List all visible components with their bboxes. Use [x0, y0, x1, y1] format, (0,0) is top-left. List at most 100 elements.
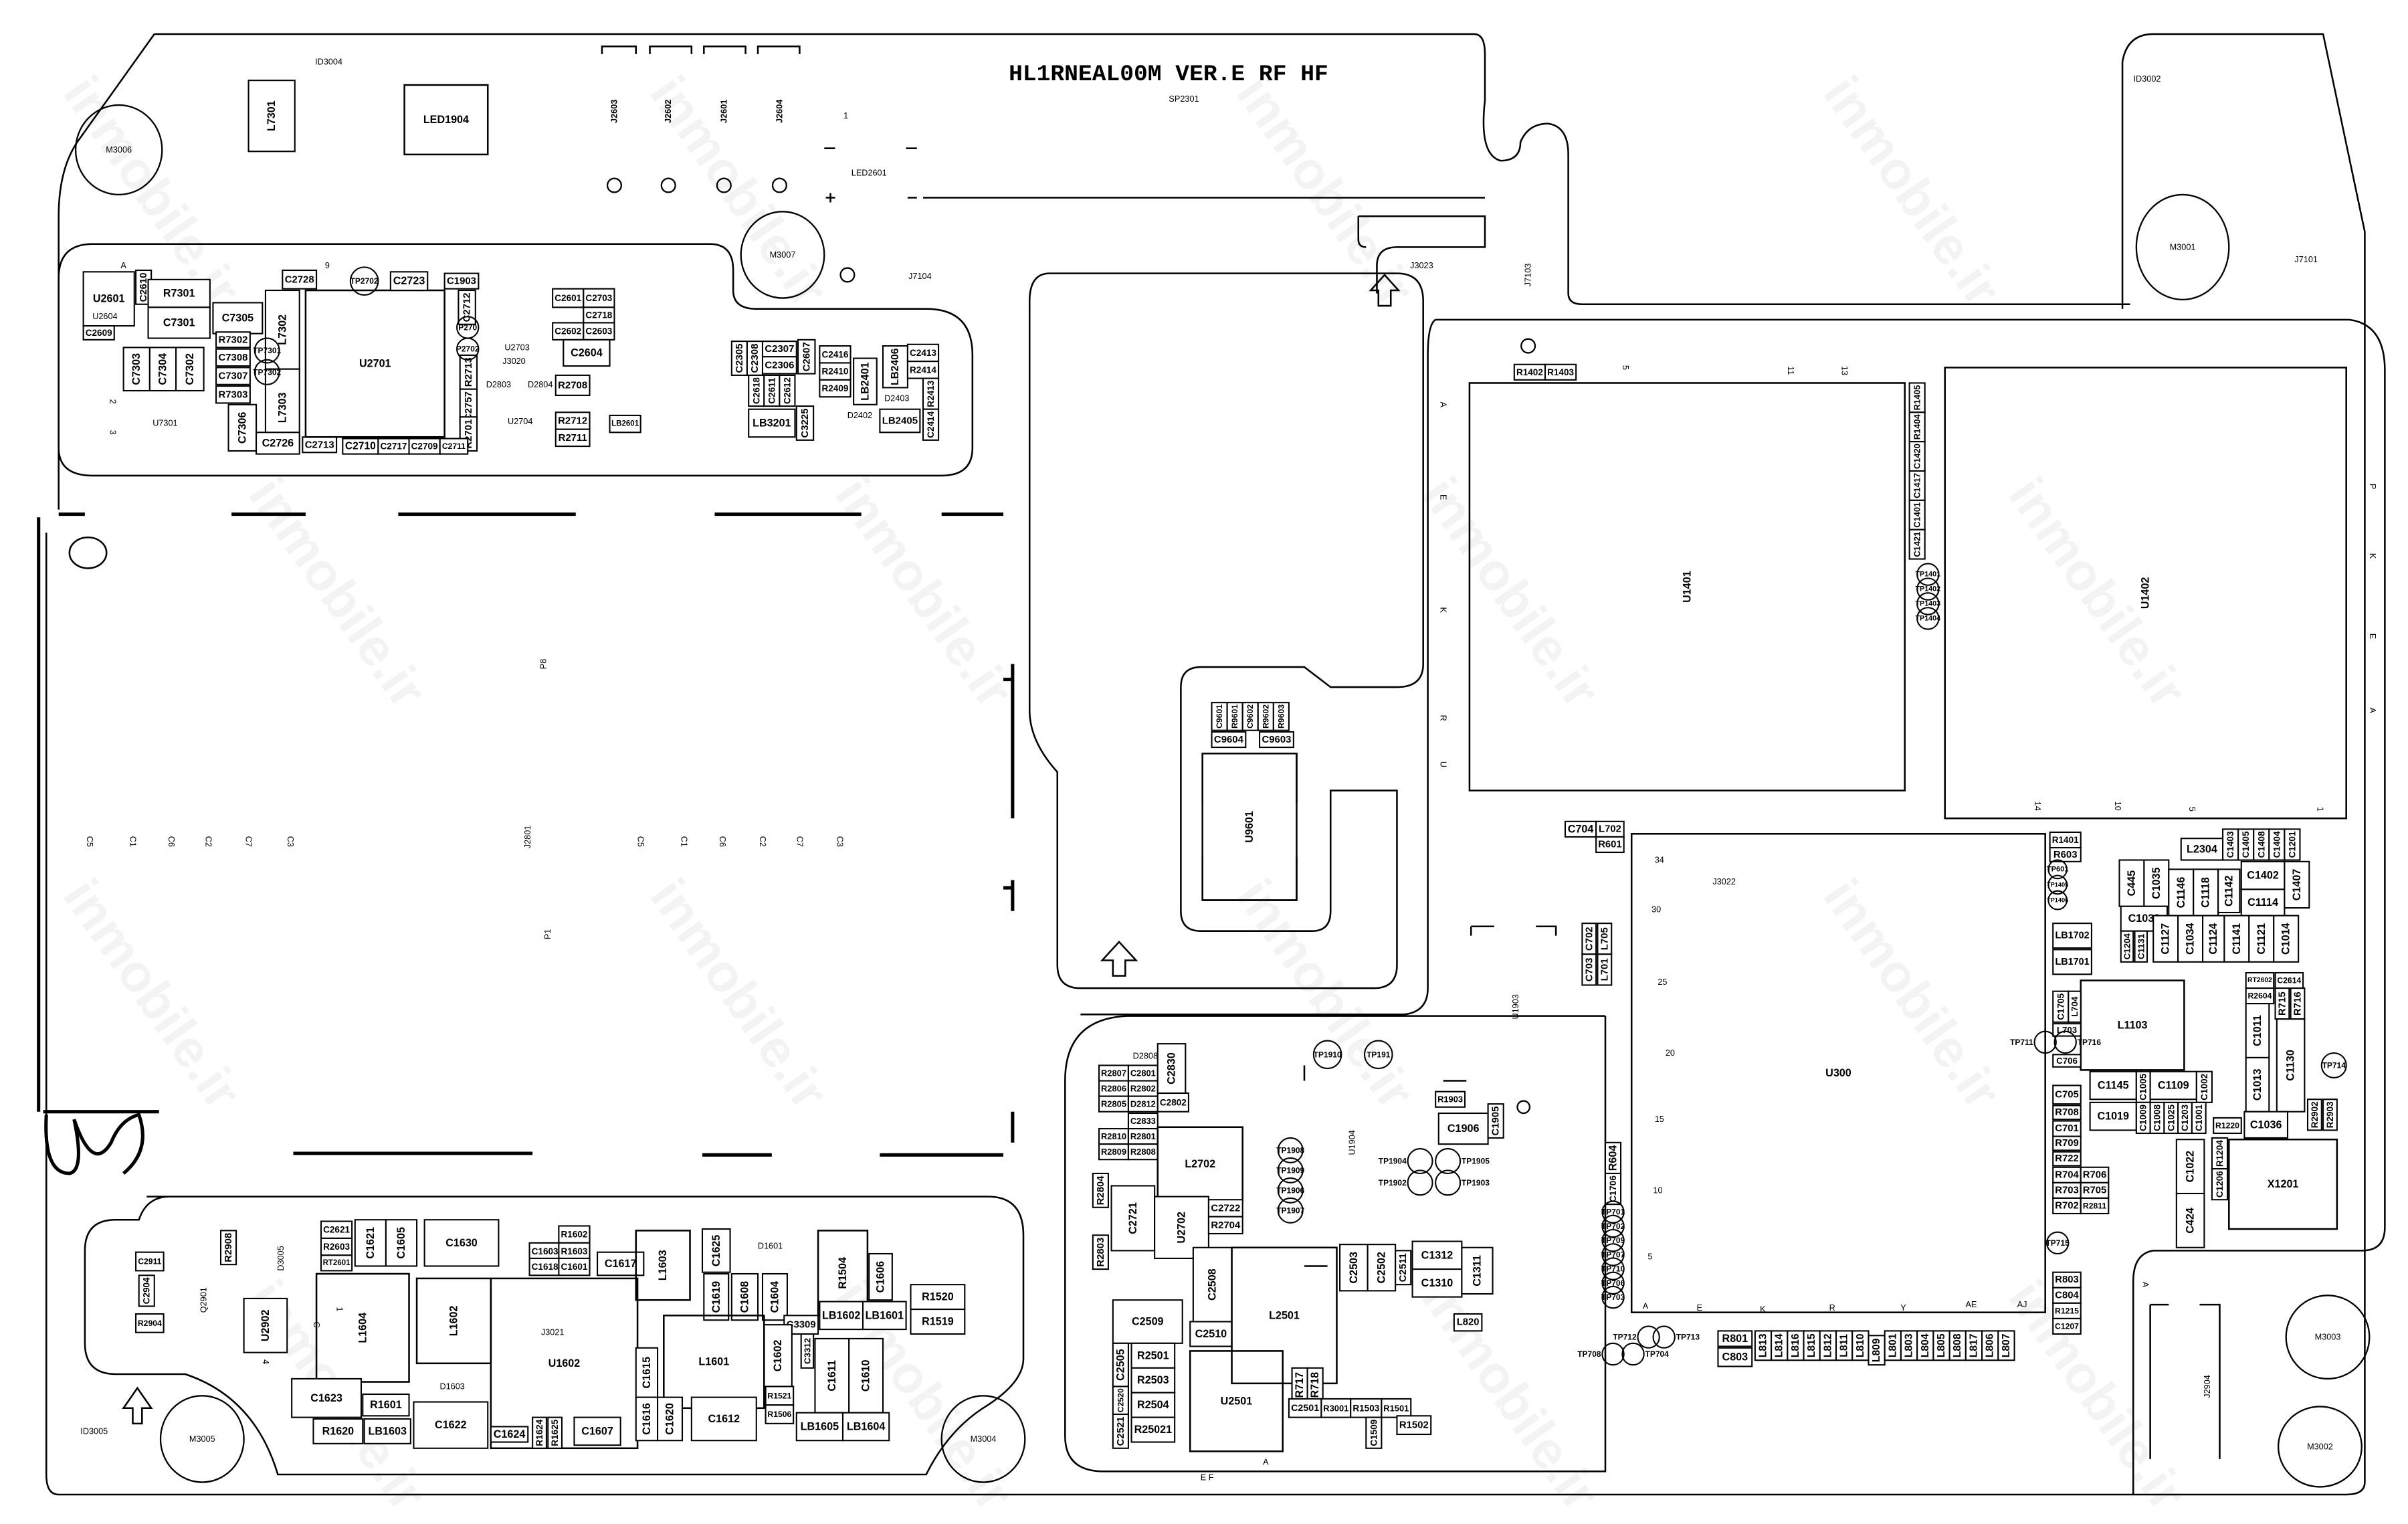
test-point-label: TP703 — [1601, 1293, 1625, 1302]
pin-mark: A — [1439, 402, 1448, 408]
component-label: R717 — [1294, 1372, 1306, 1398]
pin-mark: 14 — [2033, 801, 2042, 811]
component-c1605: C1605 — [385, 1219, 418, 1267]
test-point-tp707: TP707 — [1601, 1243, 1625, 1266]
component-label: C2502 — [1375, 1252, 1387, 1284]
module-outline-bottom-left — [84, 1196, 1025, 1476]
component-lb1702: LB1702 — [2052, 923, 2092, 949]
component-label: C1421 — [1912, 532, 1922, 557]
component-r1521: R1521 — [765, 1386, 795, 1406]
component-r7301: R7301 — [147, 278, 211, 308]
component-label: C2728 — [285, 274, 314, 285]
component-c1404: C1404 — [2268, 828, 2286, 861]
component-c1607: C1607 — [573, 1416, 621, 1446]
component-label: R7301 — [163, 288, 195, 300]
component-c1604: C1604 — [761, 1272, 788, 1321]
component-c1109: C1109 — [2149, 1070, 2197, 1101]
component-label: R1215 — [2055, 1306, 2079, 1315]
component-label: U1602 — [548, 1357, 581, 1369]
component-label: C2413 — [910, 348, 936, 358]
component-label: C2603 — [585, 326, 612, 337]
ref-label-j2601: J2601 — [719, 100, 728, 123]
component-c9603: C9603 — [1259, 731, 1294, 749]
component-label: C2511 — [1397, 1253, 1409, 1282]
mounting-hole-m3006: M3006 — [74, 104, 163, 196]
component-c1114: C1114 — [2240, 888, 2286, 917]
pin-mark: A — [120, 261, 126, 270]
component-label: C1605 — [395, 1227, 407, 1259]
component-l2304: L2304 — [2180, 838, 2224, 861]
component-label: C1311 — [1471, 1255, 1483, 1287]
component-l801: L801 — [1884, 1330, 1902, 1361]
component-label: R722 — [2055, 1153, 2078, 1164]
component-label: C1312 — [1421, 1249, 1453, 1261]
pin-mark: K — [1760, 1305, 1766, 1314]
ref-label-d2804: D2804 — [528, 380, 553, 389]
component-lb1605: LB1605 — [795, 1412, 844, 1442]
component-label: L705 — [1599, 927, 1610, 950]
component-label: C2726 — [262, 437, 294, 449]
component-u2902: U2902 — [243, 1297, 288, 1353]
component-c1131: C1131 — [2134, 930, 2148, 963]
component-r703: R703 — [2052, 1181, 2082, 1199]
component-r717: R717 — [1291, 1367, 1308, 1403]
component-r2802: R2802 — [1127, 1080, 1159, 1097]
component-label: R2603 — [323, 1242, 350, 1252]
component-c1206: C1206 — [2211, 1168, 2229, 1201]
pin-mark: C1 — [679, 836, 688, 847]
component-label: R706 — [2083, 1169, 2106, 1180]
component-c1025: C1025 — [2163, 1101, 2179, 1135]
mounting-hole-m3007: M3007 — [740, 211, 825, 299]
test-point-label: TP1904 — [1379, 1157, 1407, 1166]
component-label: C1618 — [532, 1262, 559, 1272]
component-label: R25021 — [1134, 1424, 1173, 1436]
component-c2801: C2801 — [1127, 1064, 1159, 1082]
component-l810: L810 — [1851, 1330, 1870, 1361]
component-u2501: U2501 — [1189, 1350, 1284, 1452]
component-label: C1404 — [2272, 831, 2282, 858]
component-c2621: C2621 — [320, 1220, 353, 1239]
component-label: R2811 — [2083, 1201, 2106, 1210]
test-point-label: TP1906 — [1276, 1185, 1304, 1195]
component-c2618: C2618 — [748, 374, 765, 407]
component-c2520: C2520 — [1112, 1386, 1129, 1416]
component-c2611: C2611 — [763, 374, 781, 407]
component-l1604: L1604 — [315, 1272, 410, 1383]
component-label: C1034 — [2185, 923, 2197, 955]
component-label: U2601 — [93, 293, 125, 305]
component-label: C702 — [1583, 927, 1595, 951]
component-label: C2416 — [822, 349, 849, 359]
component-c7303: C7303 — [122, 347, 150, 392]
test-point-tp712: TP712 — [1613, 1325, 1660, 1349]
component-label: L1602 — [447, 1305, 460, 1336]
test-point-label: TP707 — [1601, 1250, 1625, 1259]
component-label: C7306 — [236, 412, 248, 444]
ref-label-j3021: J3021 — [541, 1328, 565, 1337]
pin-mark: 1 — [335, 1307, 344, 1312]
ref-label-d2808: D2808 — [1133, 1052, 1158, 1061]
ref-label-j2604: J2604 — [775, 100, 784, 123]
test-point-tp1404: TP1404 — [1915, 607, 1940, 630]
component-c1906: C1906 — [1437, 1112, 1489, 1145]
component-l814: L814 — [1771, 1330, 1789, 1361]
component-c2802: C2802 — [1157, 1092, 1189, 1113]
test-point-label: TP714 — [2322, 1060, 2346, 1070]
ref-label-u2604: U2604 — [92, 312, 117, 321]
component-label: C1033 — [2128, 913, 2161, 925]
component-label: L803 — [1904, 1333, 1915, 1357]
test-point-label: TP1907 — [1276, 1206, 1304, 1215]
component-label: C2711 — [442, 442, 466, 451]
component-r1220: R1220 — [2213, 1117, 2242, 1135]
component-label: R1521 — [767, 1391, 791, 1400]
component-l817: L817 — [1965, 1330, 1983, 1361]
component-l815: L815 — [1803, 1330, 1821, 1361]
component-label: C1619 — [710, 1281, 722, 1313]
component-r25021: R25021 — [1130, 1416, 1176, 1443]
component-r705: R705 — [2080, 1181, 2110, 1199]
test-point-label: TP711 — [2010, 1038, 2033, 1047]
connector-p8-outline — [37, 512, 1015, 1175]
component-label: C1612 — [708, 1413, 740, 1425]
mounting-hole-m3004: M3004 — [940, 1395, 1026, 1483]
test-point-label: TP1406 — [2047, 897, 2068, 904]
component-label: R2904 — [138, 1319, 162, 1328]
